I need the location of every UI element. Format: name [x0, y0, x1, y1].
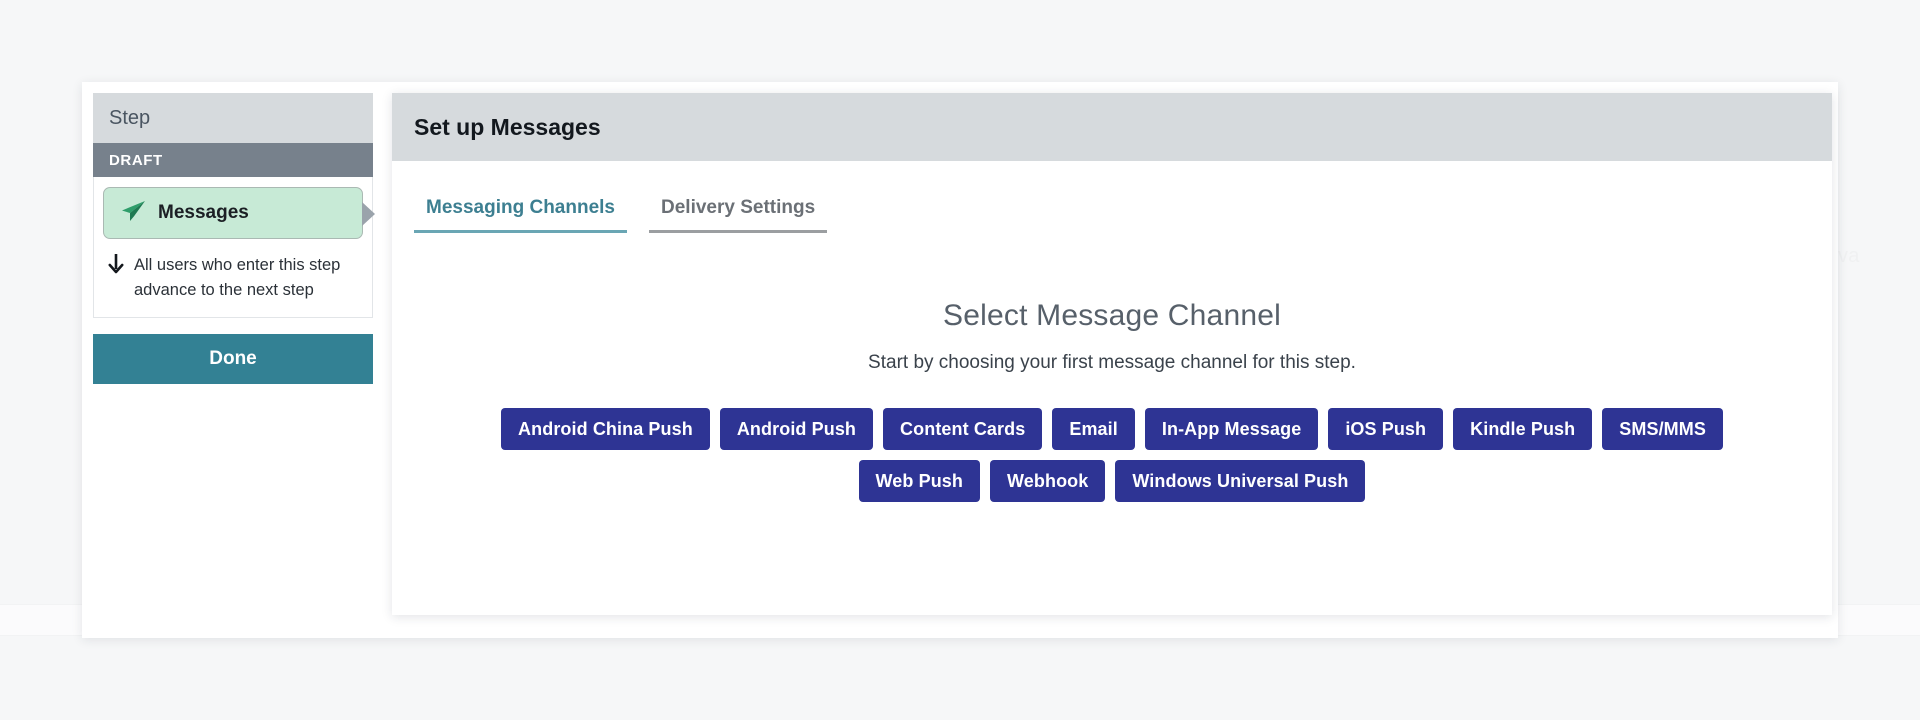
step-column-header: Step	[93, 93, 373, 143]
step-column-header-label: Step	[109, 106, 151, 129]
step-node-pointer	[362, 202, 375, 226]
channel-button-content-cards[interactable]: Content Cards	[883, 408, 1043, 450]
background-ghost-word: va	[1838, 245, 1860, 267]
channel-button-in-app-message[interactable]: In-App Message	[1144, 408, 1319, 450]
empty-state-subtitle: Start by choosing your first message cha…	[868, 352, 1356, 373]
channel-button-windows-universal-push[interactable]: Windows Universal Push	[1115, 460, 1366, 502]
setup-messages-panel: Set up Messages Messaging Channels Deliv…	[392, 93, 1832, 615]
step-body: Messages All users who enter this step a…	[93, 177, 375, 318]
done-button[interactable]: Done	[93, 334, 373, 384]
panel-tabs: Messaging Channels Delivery Settings	[392, 161, 1832, 233]
channel-button-android-china-push[interactable]: Android China Push	[501, 408, 710, 450]
empty-state-title: Select Message Channel	[943, 299, 1281, 332]
advance-note: All users who enter this step advance to…	[103, 253, 363, 303]
status-badge-label: DRAFT	[109, 151, 163, 169]
channel-button-kindle-push[interactable]: Kindle Push	[1453, 408, 1593, 450]
step-node-messages[interactable]: Messages	[103, 187, 375, 239]
panel-header: Set up Messages	[392, 93, 1832, 161]
channel-button-sms-mms[interactable]: SMS/MMS	[1602, 408, 1723, 450]
paper-plane-icon	[120, 200, 146, 227]
page-title: Set up Messages	[414, 113, 601, 140]
channel-button-email[interactable]: Email	[1052, 408, 1135, 450]
advance-note-text: All users who enter this step advance to…	[134, 256, 341, 299]
channel-button-ios-push[interactable]: iOS Push	[1328, 408, 1444, 450]
empty-state: Select Message Channel Start by choosing…	[392, 299, 1832, 502]
channel-button-android-push[interactable]: Android Push	[719, 408, 874, 450]
channel-button-web-push[interactable]: Web Push	[858, 460, 980, 502]
step-column: Step DRAFT Messages All users who ente	[93, 93, 375, 384]
arrow-down-icon	[107, 253, 125, 280]
tab-delivery-settings[interactable]: Delivery Settings	[649, 197, 828, 233]
step-node-label: Messages	[158, 202, 249, 223]
status-badge: DRAFT	[93, 143, 373, 177]
tab-messaging-channels[interactable]: Messaging Channels	[414, 197, 627, 233]
channel-button-webhook[interactable]: Webhook	[990, 460, 1106, 502]
